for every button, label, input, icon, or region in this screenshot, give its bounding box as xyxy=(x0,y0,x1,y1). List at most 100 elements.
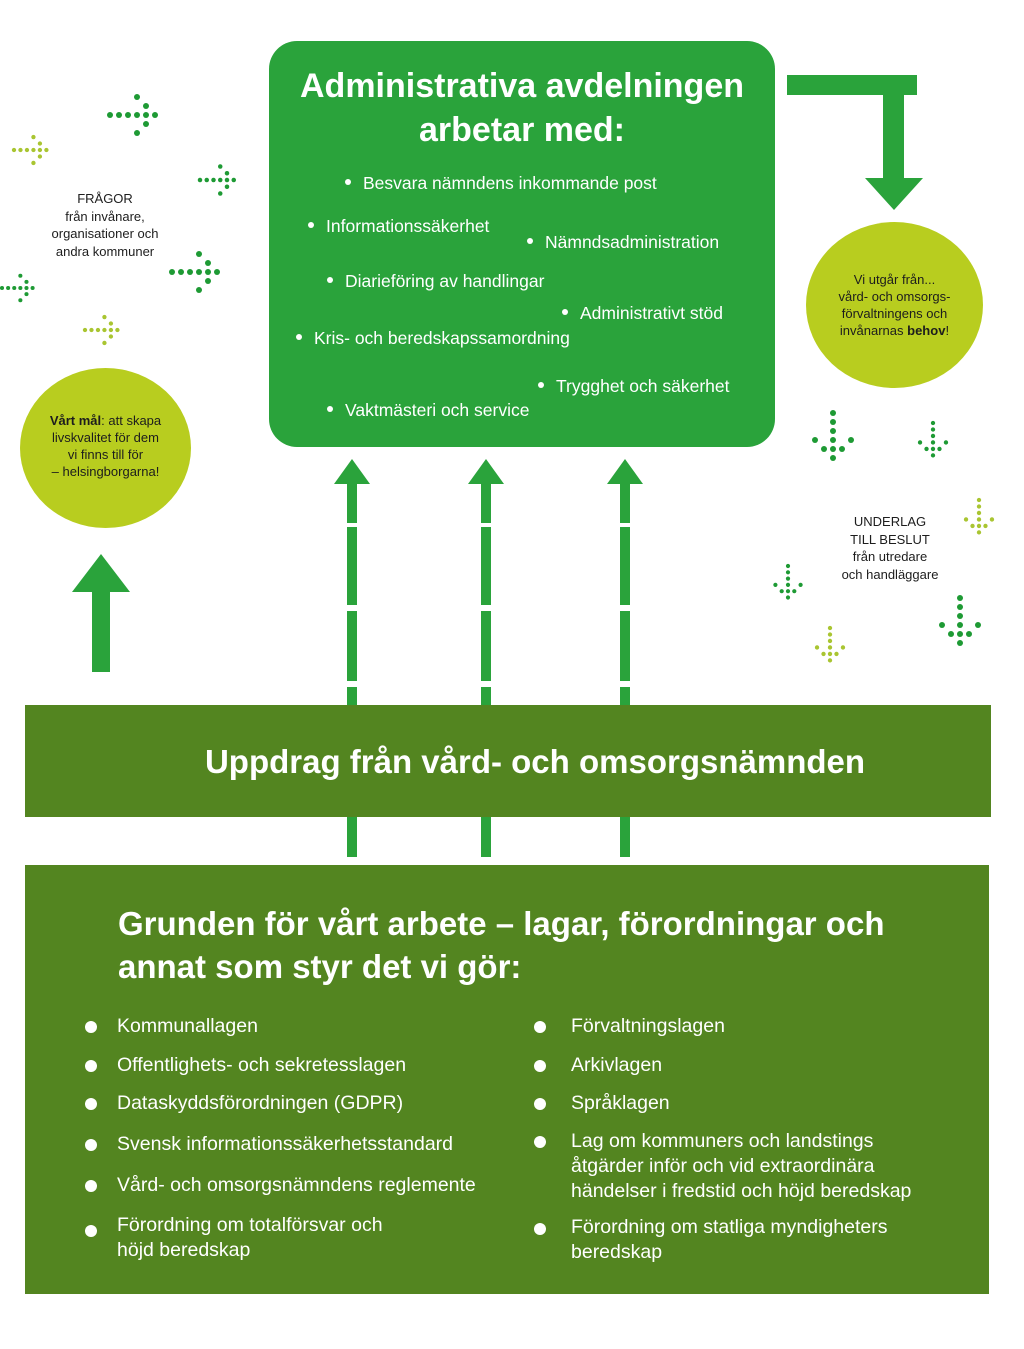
task-item: Nämndsadministration xyxy=(527,232,719,252)
questions-line-1: FRÅGOR xyxy=(77,191,133,206)
arrow-dot xyxy=(178,269,184,275)
arrow-dot xyxy=(792,589,797,594)
arrow-dot xyxy=(205,260,211,266)
arrow-dot xyxy=(983,523,988,529)
arrow-dot xyxy=(976,523,982,529)
law-item: Lag om kommuners och landstings xyxy=(571,1130,874,1152)
goal-circle xyxy=(20,368,191,528)
arrow-dot xyxy=(218,191,223,196)
arrow-dot xyxy=(839,446,845,452)
questions-line-4: andra kommuner xyxy=(55,243,155,259)
mission-band xyxy=(25,705,991,817)
arrow-dot xyxy=(102,340,107,346)
basis-line-4: och handläggare xyxy=(841,566,939,582)
task-label: Besvara nämndens inkommande post xyxy=(363,173,657,193)
bullet xyxy=(534,1136,546,1148)
arrow-dot xyxy=(197,177,203,183)
needs-line-4: invånarnas behov! xyxy=(806,322,983,339)
foundation-title-line-2: annat som styr det vi gör: xyxy=(118,948,522,985)
arrow-dot xyxy=(827,638,833,644)
arrow-dot xyxy=(224,171,230,176)
arrow-dot xyxy=(37,147,43,153)
arrow-dot xyxy=(0,285,5,291)
arrow-dot xyxy=(785,570,791,575)
task-item: Informationssäkerhet xyxy=(308,216,489,236)
arrow-dot xyxy=(821,446,827,452)
arrow-dot xyxy=(976,510,982,516)
arrow-dot xyxy=(31,134,36,140)
bullet xyxy=(327,277,333,284)
arrow-dot xyxy=(812,437,818,443)
arrow-dot xyxy=(930,440,936,445)
dotted-arrow-down-icon xyxy=(812,410,854,461)
needs-line-2: vård- och omsorgs- xyxy=(838,289,951,304)
arrow-dot xyxy=(18,298,23,303)
arrow-dot xyxy=(18,147,23,153)
arrow-dot xyxy=(924,446,929,452)
law-item: Svensk informationssäkerhetsstandard xyxy=(117,1133,454,1155)
arrow-to-needs-icon xyxy=(787,75,923,210)
law-item-continued: höjd beredskap xyxy=(117,1239,251,1261)
arrow-dot xyxy=(948,631,954,637)
bullet xyxy=(85,1098,97,1110)
bullet xyxy=(85,1225,97,1237)
arrow-dot xyxy=(830,428,836,434)
dotted-arrow-down-icon xyxy=(814,625,846,663)
dotted-arrow-down-icon xyxy=(917,420,949,458)
bullet xyxy=(85,1139,97,1151)
arrow-dot xyxy=(976,504,982,509)
bullet xyxy=(534,1021,546,1033)
goal-text: Vårt mål: att skapa livskvalitet för dem… xyxy=(20,412,191,480)
arrow-dot xyxy=(827,658,833,663)
arrow-up-goal-icon xyxy=(72,554,130,672)
arrow-dot xyxy=(143,103,149,109)
arrow-dot xyxy=(89,327,94,333)
task-label: Nämndsadministration xyxy=(545,232,720,252)
arrow-dot xyxy=(102,327,107,333)
arrow-dot xyxy=(204,177,209,183)
arrow-dot xyxy=(957,640,963,646)
arrow-dot xyxy=(31,147,36,153)
arrow-up-mission-3-icon xyxy=(607,459,643,857)
task-item: Administrativt stöd xyxy=(562,303,723,323)
goal-strong: Vårt mål xyxy=(49,413,102,428)
law-item-continued: åtgärder inför och vid extraordinära xyxy=(571,1155,875,1177)
arrow-dot xyxy=(231,177,236,183)
arrow-dot xyxy=(224,177,230,183)
basis-line-2: TILL BESLUT xyxy=(850,531,930,547)
arrow-dot xyxy=(830,455,836,461)
arrow-up-mission-1-icon xyxy=(334,459,370,857)
admin-title-line-2: arbetar med: xyxy=(419,111,625,149)
arrow-dot xyxy=(218,177,223,183)
foundation-title: Grunden för vårt arbete – lagar, förordn… xyxy=(118,902,958,988)
arrow-dot xyxy=(976,530,982,535)
arrow-dot xyxy=(12,285,17,291)
arrow-up-mission-2-icon xyxy=(468,459,504,857)
arrow-dot xyxy=(18,285,23,291)
arrow-dot xyxy=(115,327,120,333)
arrow-dot xyxy=(830,419,836,425)
arrow-dot xyxy=(930,427,936,432)
arrow-dot xyxy=(108,334,114,339)
admin-title-line-1: Administrativa avdelningen xyxy=(300,67,744,105)
arrow-dot xyxy=(116,112,122,118)
dotted-arrow-right-icon xyxy=(197,164,236,196)
dotted-arrow-right-icon xyxy=(0,273,35,303)
arrow-dot xyxy=(107,112,113,118)
needs-line-1: Vi utgår från... xyxy=(853,272,936,287)
arrow-dot xyxy=(957,595,963,601)
task-label: Diarieföring av handlingar xyxy=(345,271,545,291)
arrow-dot xyxy=(152,112,158,118)
arrow-dot xyxy=(840,645,846,650)
arrow-dot xyxy=(937,446,942,452)
arrow-dot xyxy=(814,645,820,650)
arrow-dot xyxy=(11,147,17,153)
arrow-dot xyxy=(821,651,826,657)
arrow-dot xyxy=(224,184,230,189)
arrow-dot xyxy=(134,94,140,100)
task-label: Trygghet och säkerhet xyxy=(556,376,730,396)
arrow-dot xyxy=(957,604,963,610)
dotted-arrow-down-icon xyxy=(773,563,803,600)
needs-strong: behov xyxy=(907,323,946,338)
